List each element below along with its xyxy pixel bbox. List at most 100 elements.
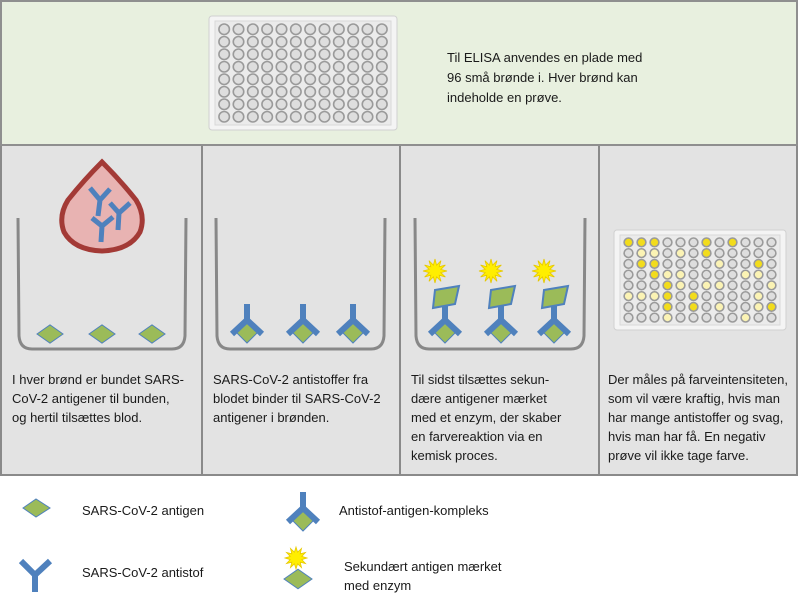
plate-well	[261, 98, 274, 111]
plate-well	[232, 110, 245, 123]
plate-well	[218, 60, 231, 73]
plate-well	[261, 73, 274, 86]
antibody-antigen-complex-icon	[335, 304, 371, 344]
antigen-icon	[36, 324, 64, 344]
plate-well	[701, 280, 712, 291]
plate-well	[649, 290, 660, 302]
plate-well	[246, 48, 259, 61]
text-line: med enzym	[344, 578, 412, 593]
plate-well	[232, 23, 245, 36]
plate-well	[623, 237, 634, 248]
plate-well	[623, 301, 634, 313]
top-text-line: indeholde en prøve.	[447, 90, 562, 105]
plate-well	[375, 48, 388, 61]
step-1-panel: I hver brønd er bundet SARS- CoV-2 antig…	[0, 146, 201, 476]
plate-well	[675, 237, 686, 248]
plate-well	[714, 269, 725, 280]
plate-well	[766, 301, 777, 313]
plate-well	[675, 280, 686, 291]
text-line: antigener i brønden.	[213, 410, 330, 425]
plate-well	[753, 290, 764, 302]
plate-well	[289, 48, 302, 61]
plate-well	[649, 269, 660, 280]
plate-well	[218, 73, 231, 86]
plate-well	[636, 269, 647, 280]
plate-well	[275, 35, 288, 48]
plate-well	[361, 48, 374, 61]
plate-well	[636, 280, 647, 291]
plate-well	[246, 60, 259, 73]
plate-well	[361, 85, 374, 98]
enzyme-icon	[531, 258, 557, 284]
plate-well	[332, 35, 345, 48]
step-3-panel: Til sidst tilsættes sekun- dære antigene…	[399, 146, 598, 476]
plate-well	[246, 23, 259, 36]
plate-well	[318, 73, 331, 86]
plate-well	[332, 85, 345, 98]
plate-well	[714, 312, 725, 323]
plate-well	[766, 258, 777, 270]
plate-well	[623, 312, 634, 323]
plate-well	[332, 48, 345, 61]
plate-well	[304, 98, 317, 111]
plate-well	[688, 312, 699, 323]
top-text-line: Til ELISA anvendes en plade med	[447, 50, 643, 65]
plate-well	[361, 35, 374, 48]
plate-well	[675, 258, 686, 270]
plate-well	[318, 85, 331, 98]
plate-well	[753, 312, 764, 323]
plate-well	[766, 280, 777, 291]
plate-well	[623, 269, 634, 280]
plate-well	[375, 110, 388, 123]
step-1-text: I hver brønd er bundet SARS- CoV-2 antig…	[12, 370, 198, 427]
plate-well	[347, 85, 360, 98]
text-line: blodet binder til SARS-CoV-2	[213, 391, 381, 406]
antibody-icon	[18, 558, 53, 592]
plate-well	[636, 290, 647, 302]
plate-well	[218, 23, 231, 36]
antigen-icon	[283, 568, 313, 590]
plate-well	[753, 247, 764, 259]
text-line: med et enzym, der skaber	[411, 410, 562, 425]
plate-well	[304, 110, 317, 123]
plate-well	[675, 269, 686, 280]
text-line: dære antigener mærket	[411, 391, 547, 406]
plate-well	[753, 237, 764, 248]
plate-well	[261, 48, 274, 61]
text-line: kemisk proces.	[411, 448, 498, 463]
plate-well	[727, 280, 738, 291]
text-line: Til sidst tilsættes sekun-	[411, 372, 550, 387]
plate-well	[636, 247, 647, 259]
plate-well	[753, 280, 764, 291]
complex-group	[229, 304, 371, 344]
plate-well	[649, 312, 660, 323]
plate-well	[347, 60, 360, 73]
text-line: Sekundært antigen mærket	[344, 559, 502, 574]
well-outline	[16, 217, 188, 351]
top-text-line: 96 små brønde i. Hver brønd kan	[447, 70, 638, 85]
plate-well	[662, 280, 673, 291]
plate-well	[688, 301, 699, 313]
plate-well	[662, 247, 673, 259]
blood-drop-icon	[59, 158, 145, 254]
plate-well	[232, 48, 245, 61]
plate-well	[727, 258, 738, 270]
plate-well	[649, 247, 660, 259]
antibody-antigen-complex-icon	[536, 304, 572, 344]
plate-well	[701, 247, 712, 259]
plate-well	[347, 110, 360, 123]
plate-well	[289, 23, 302, 36]
plate-well	[347, 98, 360, 111]
plate-well	[246, 110, 259, 123]
plate-well	[232, 35, 245, 48]
text-line: og hertil tilsættes blod.	[12, 410, 143, 425]
step-4-text: Der måles på farveintensiteten, som vil …	[608, 370, 794, 465]
well-outline	[413, 217, 587, 351]
plate-96-wells	[208, 15, 398, 131]
plate-well	[623, 290, 634, 302]
plate-well	[727, 237, 738, 248]
plate-well	[701, 237, 712, 248]
antigen-icon	[88, 324, 116, 344]
text-line: I hver brønd er bundet SARS-	[12, 372, 184, 387]
antigen-icon	[22, 498, 51, 518]
